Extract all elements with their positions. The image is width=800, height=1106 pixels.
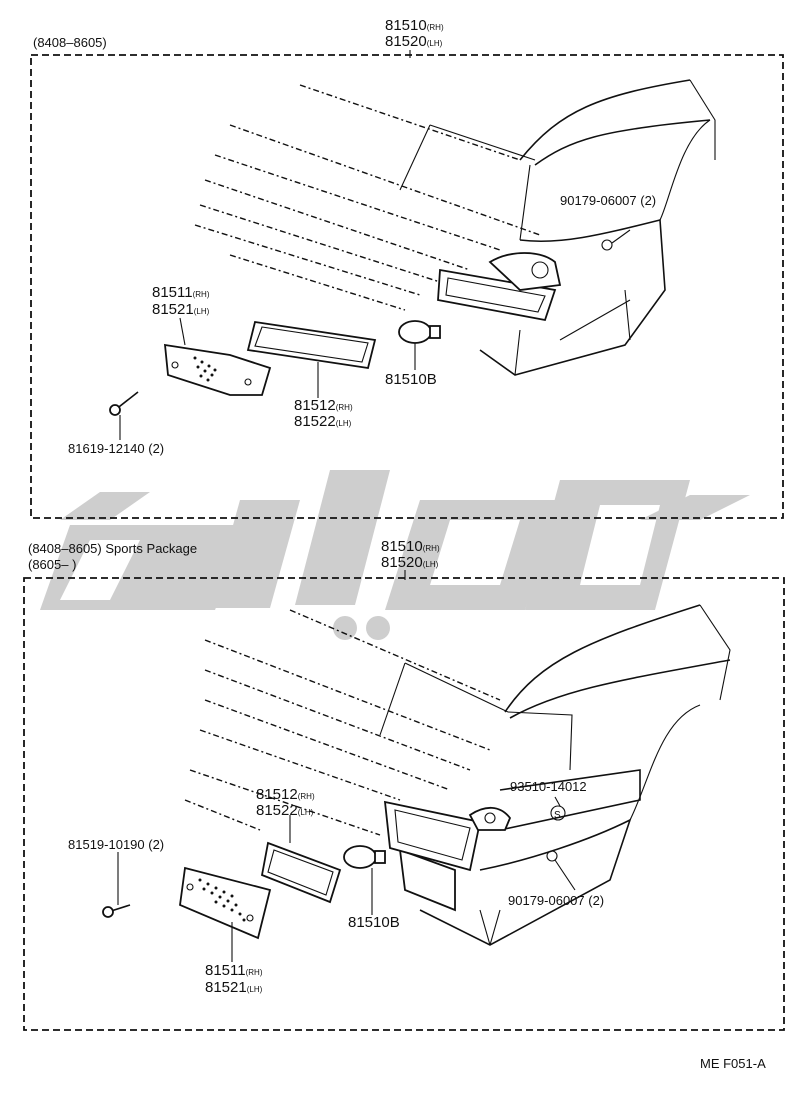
upper-gasket-rh-label: 81512(RH) <box>294 397 353 414</box>
lower-nut-label: 90179-06007 (2) <box>508 893 604 908</box>
upper-screw-icon <box>109 391 139 416</box>
lower-assembly-rh-label: 81510(RH) <box>381 538 440 555</box>
lower-car-body <box>184 604 731 946</box>
upper-screw-label: 81619-12140 (2) <box>68 441 164 456</box>
lower-range-label-1: (8408–8605) Sports Package <box>28 541 197 556</box>
diagram-code: ME F051-A <box>700 1056 766 1071</box>
upper-section: (8408–8605) 81510(RH) 81520(LH) 90179-06… <box>30 17 784 519</box>
upper-assembly-rh-label: 81510(RH) <box>385 17 444 34</box>
upper-bulb-icon <box>398 320 441 344</box>
lower-gasket-icon <box>260 841 342 904</box>
watermark-logo <box>40 470 750 640</box>
lower-frame <box>23 577 785 1031</box>
lower-gasket-lh-label: 81522(LH) <box>256 802 314 819</box>
upper-lens-icon <box>163 343 272 396</box>
lower-bolt-icon: S <box>550 805 566 821</box>
upper-nut-icon <box>601 239 613 251</box>
lower-section: S <box>23 538 785 1031</box>
lower-range-label-2: (8605– ) <box>28 557 76 572</box>
lower-assembly-lh-label: 81520(LH) <box>381 554 439 571</box>
lower-nut-icon <box>546 850 558 862</box>
lower-screw-label: 81519-10190 (2) <box>68 837 164 852</box>
upper-nut-label: 90179-06007 (2) <box>560 193 656 208</box>
lower-bolt-label: 93510-14012 <box>510 779 587 794</box>
upper-lamp-assembly <box>437 252 562 322</box>
upper-frame <box>30 54 784 519</box>
upper-lens-lh-label: 81521(LH) <box>152 301 210 318</box>
lower-screw-icon <box>102 904 131 918</box>
upper-lens-rh-label: 81511(RH) <box>152 284 210 301</box>
upper-range-label: (8408–8605) <box>33 35 107 50</box>
lower-lens-lh-label: 81521(LH) <box>205 979 263 996</box>
upper-gasket-lh-label: 81522(LH) <box>294 413 352 430</box>
lower-gasket-rh-label: 81512(RH) <box>256 786 315 803</box>
lower-lens-rh-label: 81511(RH) <box>205 962 263 979</box>
lower-lamp-assembly <box>383 800 512 872</box>
upper-bulb-label: 81510B <box>385 371 437 388</box>
lower-bulb-icon <box>343 845 386 869</box>
svg-text:S: S <box>554 810 561 821</box>
upper-assembly-lh-label: 81520(LH) <box>385 33 443 50</box>
lower-bulb-label: 81510B <box>348 914 400 931</box>
upper-gasket-icon <box>246 320 377 370</box>
upper-car-body <box>194 79 716 376</box>
lower-lens-icon <box>179 866 272 940</box>
